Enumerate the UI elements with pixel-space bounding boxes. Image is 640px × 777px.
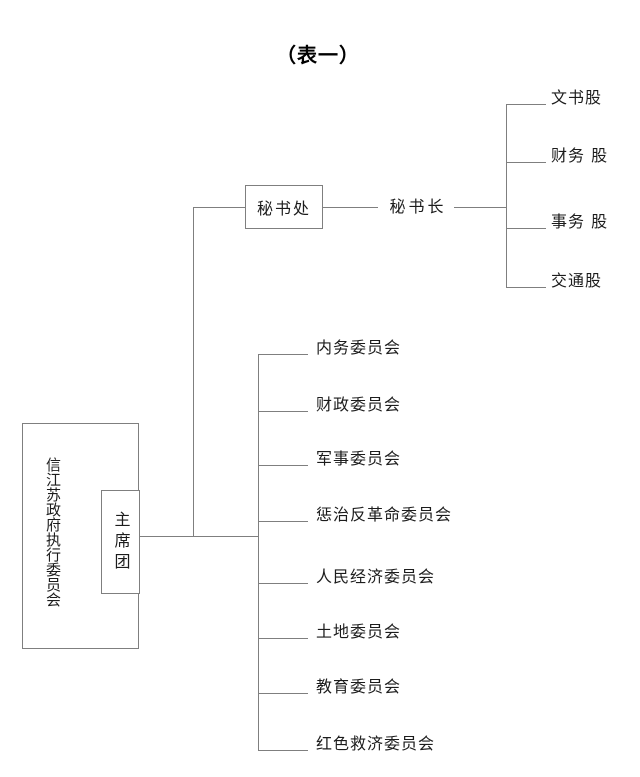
- presidium-label: 主席团: [111, 510, 131, 574]
- committee-label-counterrevolution: 惩治反革命委员会: [316, 505, 453, 524]
- branch-line-committee-2: [258, 411, 308, 412]
- connector-chief-sections: [454, 207, 507, 208]
- secretariat-box: 秘书处: [245, 185, 323, 229]
- committee-label-internal-affairs: 内务委员会: [316, 338, 402, 357]
- branch-line-committee-3: [258, 465, 308, 466]
- chart-title: （表一）: [276, 43, 360, 67]
- committees-trunk-line: [258, 354, 259, 751]
- presidium-box: 主席团: [101, 490, 140, 594]
- section-label-affairs: 事务 股: [551, 212, 609, 231]
- connector-trunk-secretariat: [193, 207, 245, 208]
- secretariat-trunk-line: [193, 207, 194, 537]
- section-label-transport: 交通股: [551, 271, 603, 290]
- branch-line-committee-4: [258, 521, 308, 522]
- committee-label-peoples-economy: 人民经济委员会: [316, 567, 436, 586]
- secretary-general-label: 秘书长: [389, 197, 447, 216]
- committee-label-red-relief: 红色救济委员会: [316, 734, 436, 753]
- connector-presidium-main: [139, 536, 258, 537]
- branch-line-committee-6: [258, 638, 308, 639]
- committee-label-land: 土地委员会: [316, 622, 402, 641]
- branch-line-committee-5: [258, 583, 308, 584]
- branch-line-section-1: [506, 104, 546, 105]
- section-label-documents: 文书股: [551, 88, 603, 107]
- section-label-finance: 财务 股: [551, 146, 609, 165]
- root-committee-label: 信江苏政府执行委员会: [44, 457, 62, 607]
- committee-label-finance: 财政委员会: [316, 395, 402, 414]
- branch-line-committee-7: [258, 693, 308, 694]
- committee-label-education: 教育委员会: [316, 677, 402, 696]
- connector-secretariat-chief: [322, 207, 378, 208]
- sections-trunk-line: [506, 104, 507, 288]
- secretariat-label: 秘书处: [256, 199, 311, 218]
- branch-line-committee-8: [258, 750, 308, 751]
- branch-line-section-3: [506, 228, 546, 229]
- committee-label-military: 军事委员会: [316, 449, 402, 468]
- branch-line-section-2: [506, 162, 546, 163]
- branch-line-committee-1: [258, 354, 308, 355]
- branch-line-section-4: [506, 287, 546, 288]
